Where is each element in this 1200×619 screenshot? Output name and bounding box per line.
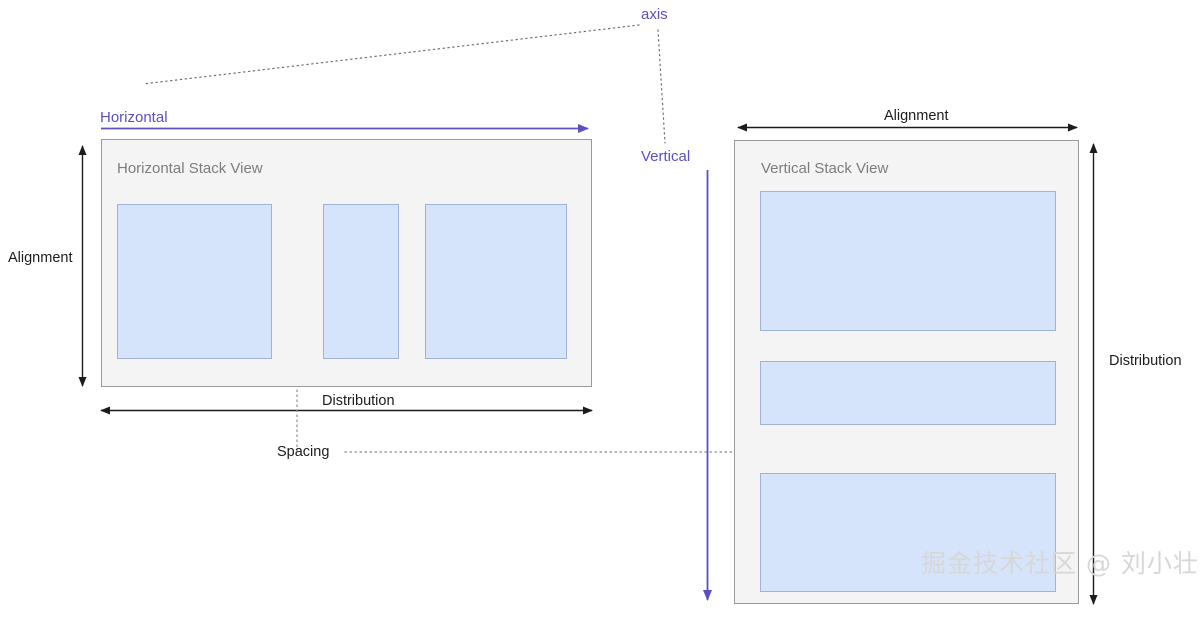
horizontal-arranged-view-2[interactable] [323,204,399,359]
axis-callout-label: axis [641,6,668,23]
vertical-distribution-label: Distribution [1109,353,1182,369]
axis-leader-to-horizontal [142,24,640,85]
horizontal-alignment-label: Alignment [8,250,73,266]
vertical-stack-view-title: Vertical Stack View [761,160,889,177]
horizontal-arranged-view-3[interactable] [425,204,567,359]
vertical-arranged-view-3[interactable] [760,473,1056,592]
watermark-text: 掘金技术社区 @ 刘小壮 [921,549,1199,578]
vertical-alignment-label: Alignment [884,108,949,124]
horizontal-axis-label: Horizontal [100,109,168,126]
horizontal-stack-view-title: Horizontal Stack View [117,160,263,177]
axis-leader-to-vertical [657,29,666,144]
vertical-arranged-view-2[interactable] [760,361,1056,425]
vertical-arranged-view-1[interactable] [760,191,1056,331]
horizontal-distribution-label: Distribution [322,393,395,409]
vertical-axis-label: Vertical [641,148,691,165]
spacing-callout-label: Spacing [277,444,330,460]
horizontal-arranged-view-1[interactable] [117,204,272,359]
